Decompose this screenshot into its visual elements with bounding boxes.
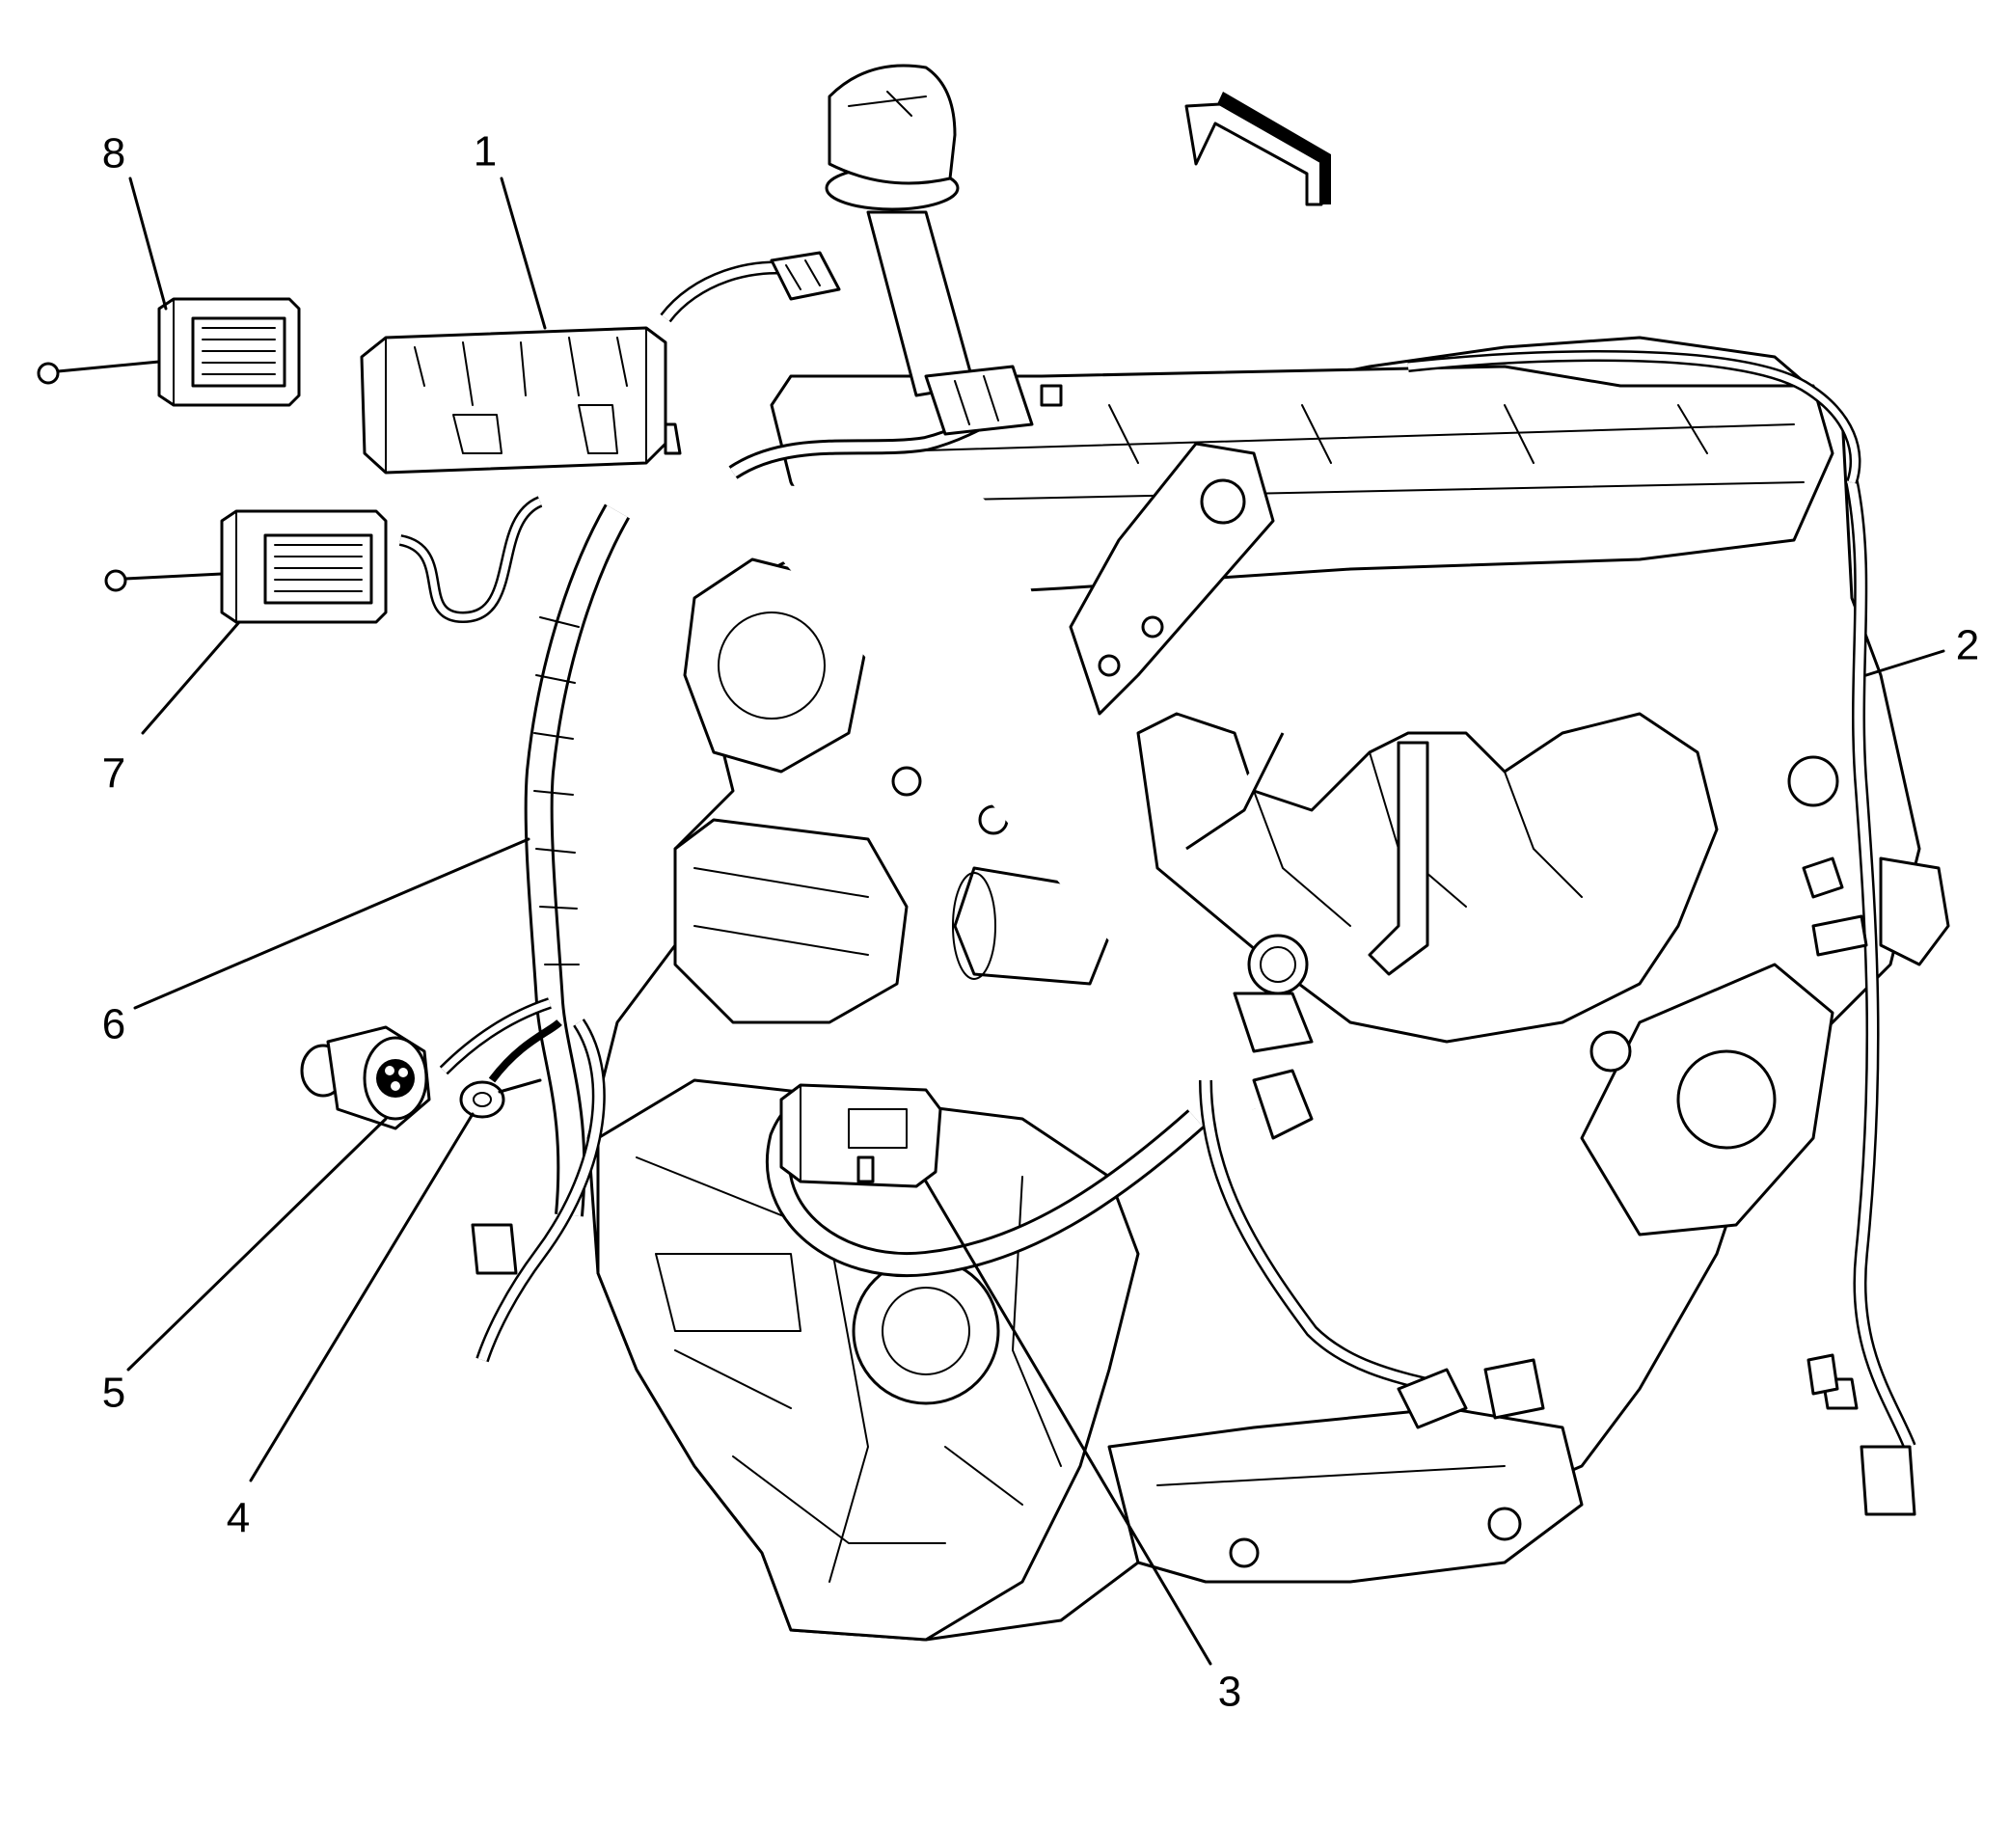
relay-box-icon [360, 326, 682, 475]
leader-3 [924, 1180, 1212, 1666]
callout-2: 2 [1956, 622, 1979, 669]
block-side [673, 818, 909, 1024]
leader-2 [1864, 649, 1945, 677]
round-connector-icon [300, 1025, 431, 1130]
callout-7: 7 [102, 750, 125, 798]
ecm-connector-icon [104, 509, 388, 624]
leader-8 [128, 177, 168, 311]
oil-fill-cap [828, 64, 957, 185]
harness-connector-icon [779, 1083, 942, 1188]
leader-1 [500, 177, 547, 330]
callout-4: 4 [227, 1495, 250, 1542]
alternator [683, 557, 870, 774]
harness-branch-icon [1806, 914, 1868, 1396]
callout-labels: 8 1 2 7 6 5 4 3 [102, 128, 1979, 1716]
harness-connector-cluster [924, 365, 1063, 436]
callout-5: 5 [102, 1370, 125, 1417]
crank-pulley [852, 1257, 1000, 1405]
leader-lines [126, 177, 1945, 1666]
leader-7 [141, 620, 241, 735]
oil-pan [1107, 1406, 1584, 1584]
leader-6 [133, 837, 530, 1010]
callout-6: 6 [102, 1001, 125, 1048]
ground-ring-terminal-icon [459, 1078, 542, 1119]
callout-1: 1 [474, 128, 497, 176]
leader-5 [126, 1117, 388, 1372]
leader-4 [249, 1112, 475, 1482]
callout-8: 8 [102, 130, 125, 177]
front-direction-arrow-icon [1184, 92, 1331, 206]
harness-connector-top [770, 251, 841, 301]
callout-3: 3 [1218, 1669, 1241, 1716]
ecm-connector-icon [37, 297, 301, 407]
oil-fill-tube [825, 64, 976, 397]
